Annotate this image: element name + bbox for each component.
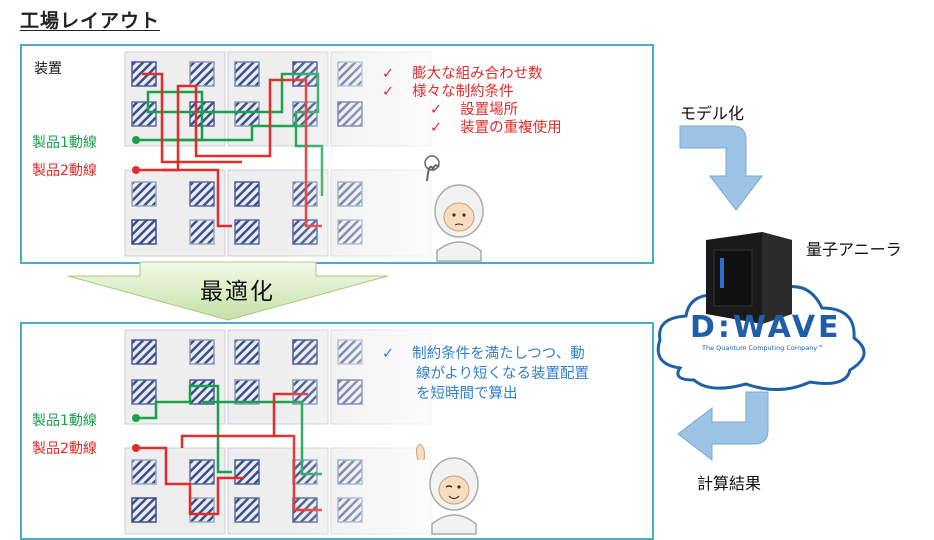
line2-label: 製品2動線 bbox=[32, 441, 97, 457]
result-arrow bbox=[677, 391, 769, 462]
device-tile bbox=[189, 61, 215, 87]
page-title: 工場レイアウト bbox=[20, 10, 161, 32]
product2-start-dot bbox=[132, 166, 140, 174]
dwave-logo: D:WAVE bbox=[690, 310, 842, 345]
product2-flow-line bbox=[142, 72, 242, 164]
product2-start-dot bbox=[132, 444, 140, 452]
bullet-combinations: ✓膨大な組み合わせ数 bbox=[382, 66, 543, 82]
product1-start-dot bbox=[132, 136, 140, 144]
line1-label: 製品1動線 bbox=[32, 413, 97, 429]
device-tile bbox=[131, 181, 157, 207]
device-tile bbox=[189, 181, 215, 207]
device-tile bbox=[189, 497, 215, 523]
product1-start-dot bbox=[132, 414, 140, 422]
result-label: 計算結果 bbox=[697, 474, 762, 493]
device-tile bbox=[234, 339, 260, 365]
device-tile bbox=[131, 459, 157, 485]
product2-flow-line bbox=[162, 168, 232, 228]
device-tile bbox=[189, 379, 215, 405]
optimize-arrow bbox=[67, 261, 389, 321]
dwave-tagline: The Quantum Computing Company™ bbox=[702, 344, 824, 352]
product1-flow-line bbox=[136, 384, 232, 474]
bullet-location: ✓設置場所 bbox=[430, 102, 519, 118]
device-tile bbox=[234, 379, 260, 405]
fade-overlay bbox=[280, 46, 470, 262]
bullet-result-line2: 線がより短くなる装置配置 bbox=[416, 366, 589, 382]
worker-puzzled-illustration bbox=[424, 155, 484, 262]
device-tile bbox=[189, 219, 215, 245]
factory-layout-before-panel: 装置 製品1動線 製品2動線 ✓膨大な組み合わせ数 ✓様々な制約条件 ✓設置場所… bbox=[20, 44, 654, 264]
line2-label: 製品2動線 bbox=[32, 163, 97, 179]
line1-label: 製品1動線 bbox=[32, 135, 97, 151]
device-tile bbox=[131, 101, 157, 127]
device-tile bbox=[234, 181, 260, 207]
bullet-duplicate-use: ✓装置の重複使用 bbox=[430, 120, 562, 136]
device-tile bbox=[234, 219, 260, 245]
device-tile bbox=[189, 459, 215, 485]
device-tile bbox=[234, 101, 260, 127]
device-tile bbox=[189, 339, 215, 365]
device-label: 装置 bbox=[34, 61, 62, 77]
device-tile bbox=[234, 497, 260, 523]
worker-happy-illustration bbox=[415, 443, 479, 535]
bullet-result-line1: ✓制約条件を満たしつつ、動 bbox=[382, 346, 585, 362]
device-tile bbox=[234, 61, 260, 87]
device-tile bbox=[131, 219, 157, 245]
product2-flow-line bbox=[136, 446, 244, 516]
modeling-label: モデル化 bbox=[680, 104, 745, 123]
device-tile bbox=[131, 497, 157, 523]
factory-layout-after-panel: 製品1動線 製品2動線 ✓制約条件を満たしつつ、動 線がより短くなる装置配置 を… bbox=[20, 322, 654, 540]
modeling-arrow bbox=[679, 125, 764, 211]
bullet-result-line3: を短時間で算出 bbox=[416, 386, 518, 402]
device-tile bbox=[131, 339, 157, 365]
device-tile bbox=[131, 379, 157, 405]
quantum-computer-icon bbox=[706, 232, 792, 324]
bullet-constraints: ✓様々な制約条件 bbox=[382, 84, 514, 100]
device-tile bbox=[234, 459, 260, 485]
annealer-label: 量子アニーラ bbox=[806, 240, 902, 259]
optimize-label: 最適化 bbox=[200, 279, 275, 305]
